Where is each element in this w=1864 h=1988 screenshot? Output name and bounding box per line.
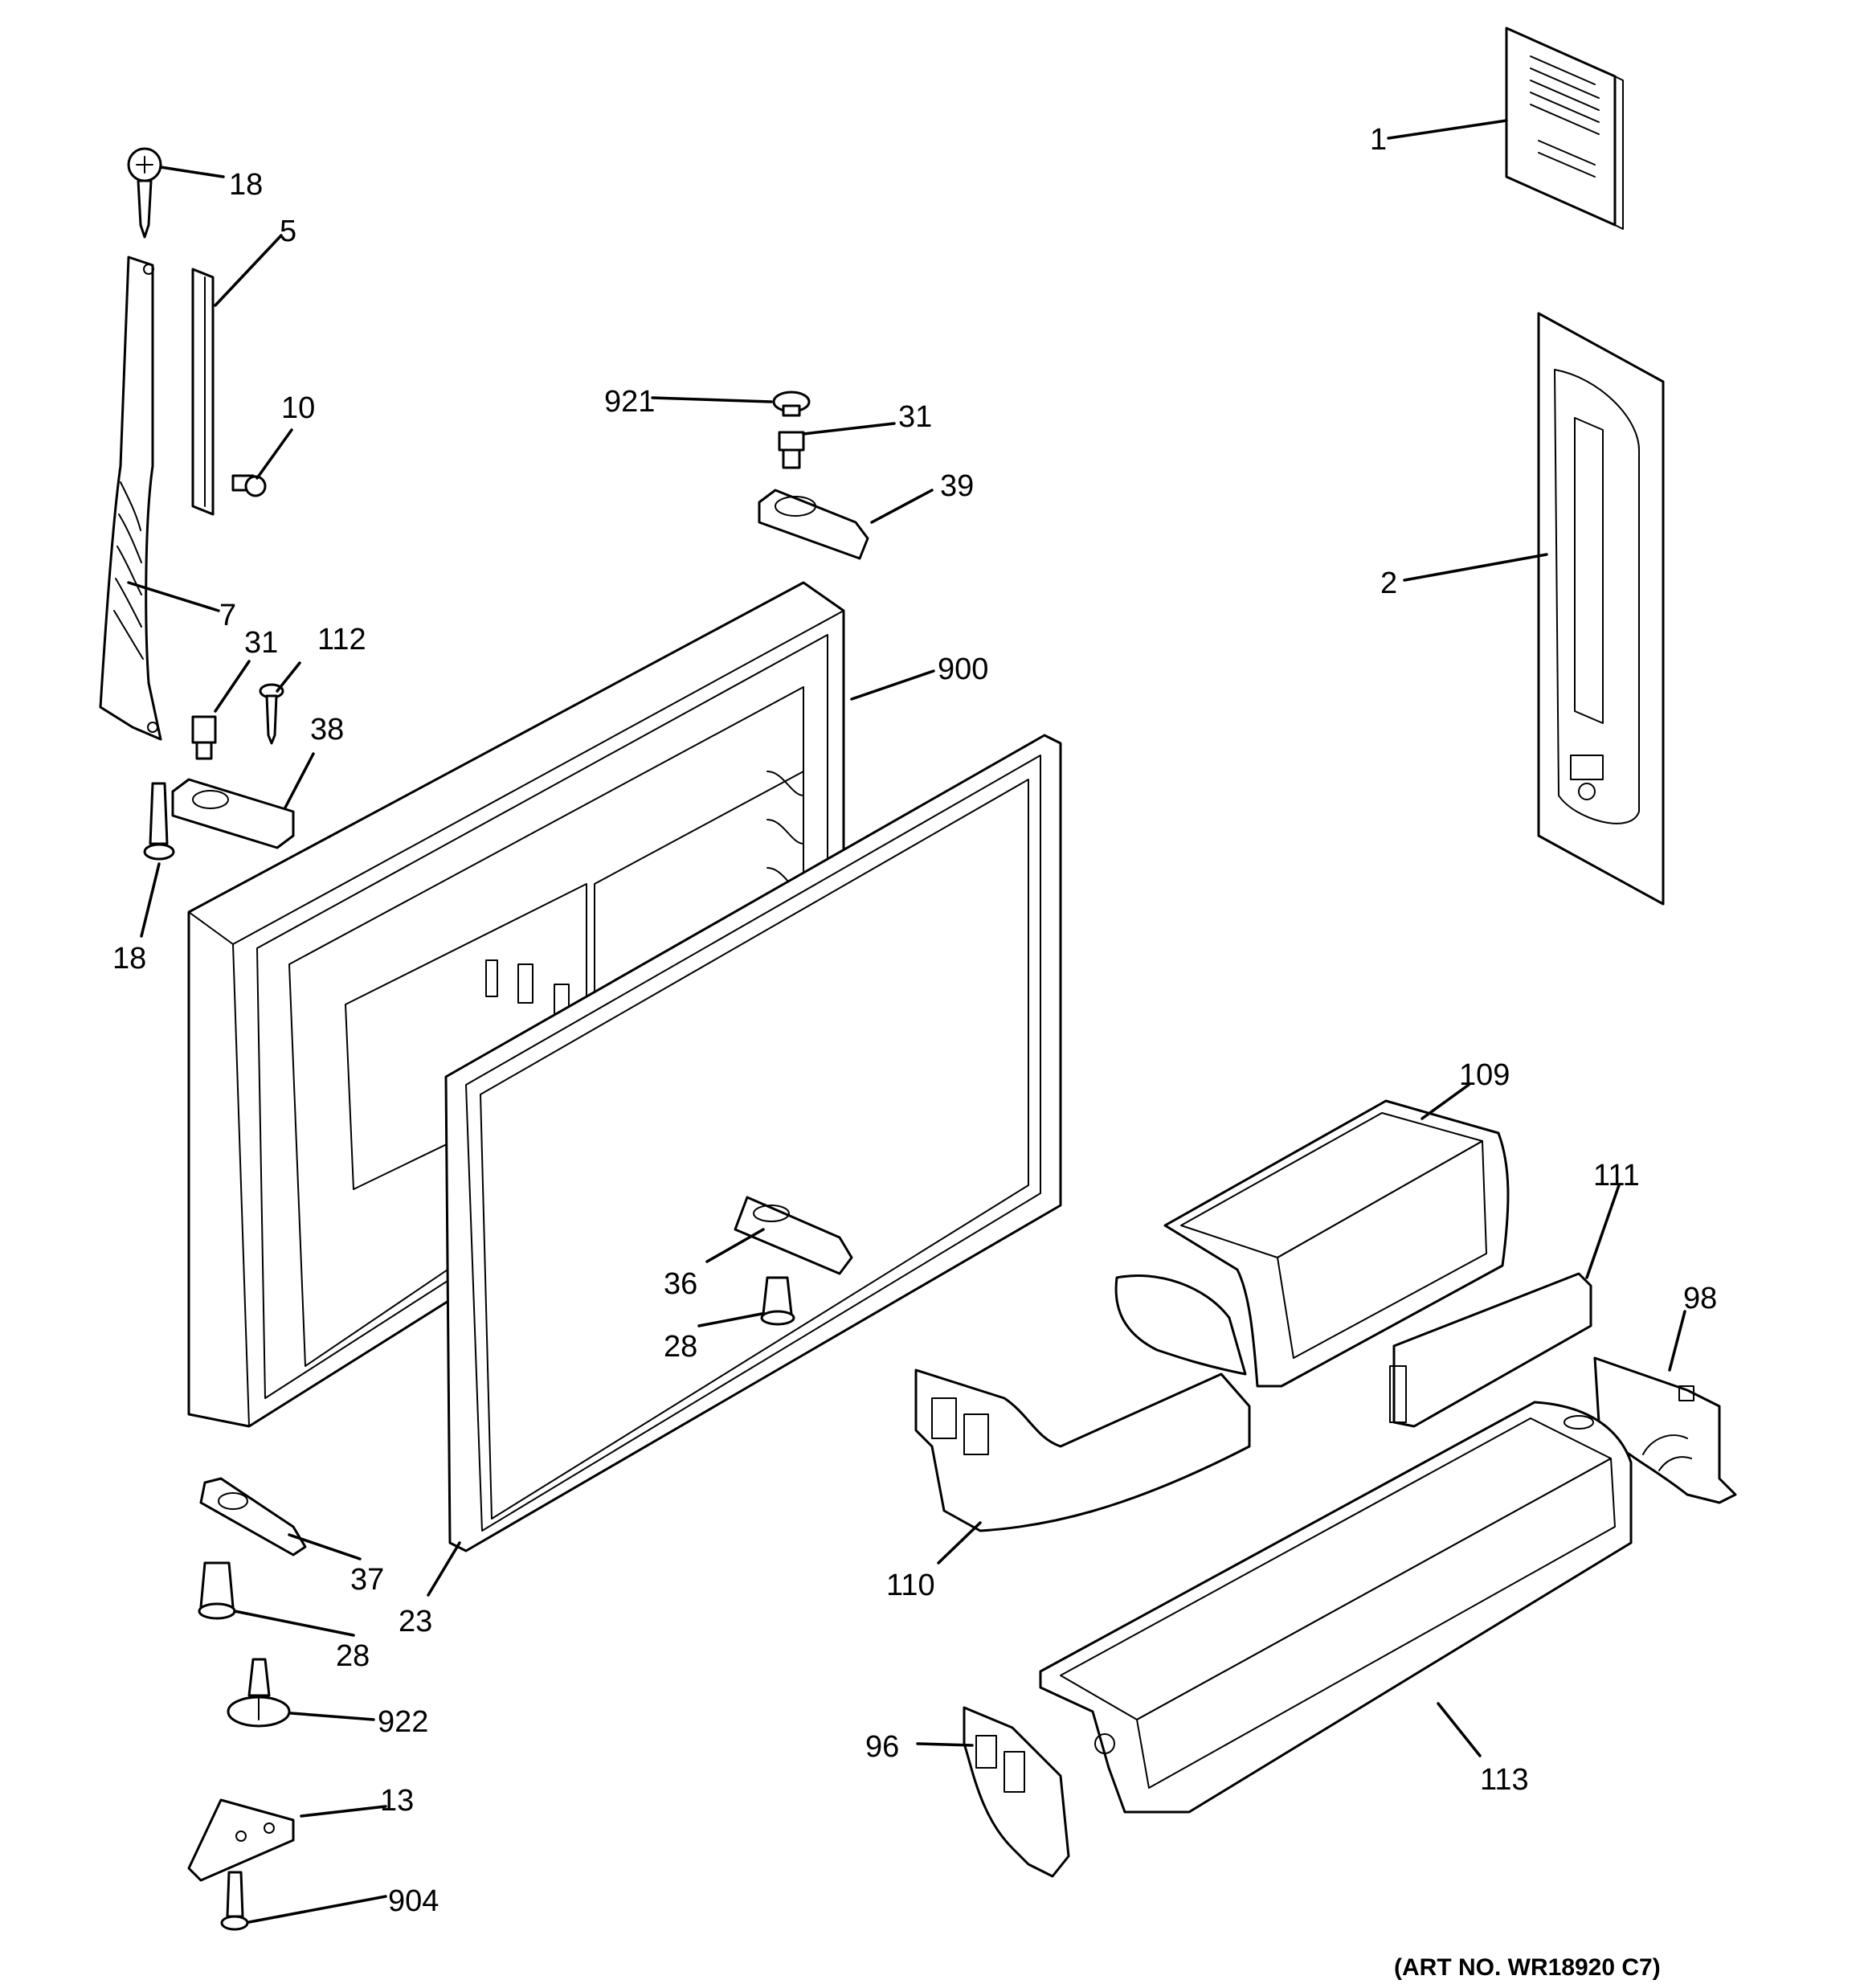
callout-111: 111 <box>1593 1159 1640 1192</box>
part-112-screw <box>259 683 284 745</box>
callout-28-left: 28 <box>336 1639 370 1673</box>
callout-98: 98 <box>1683 1282 1717 1315</box>
part-28-pin-mid <box>760 1276 795 1326</box>
part-28-pin-left <box>198 1561 236 1620</box>
part-109-bin <box>1163 1099 1510 1388</box>
callout-96: 96 <box>865 1730 899 1764</box>
callout-2: 2 <box>1380 567 1397 600</box>
leader-lines <box>127 119 1686 1924</box>
callout-7: 7 <box>219 599 236 632</box>
part-38-hinge-plate <box>171 778 295 849</box>
part-922-screw-washer <box>227 1658 291 1728</box>
part-23-gasket <box>444 734 1062 1552</box>
part-5-hinge-cover <box>191 268 215 516</box>
callout-39: 39 <box>940 469 974 503</box>
callout-13: 13 <box>380 1784 414 1818</box>
part-37-hinge-plate <box>199 1477 307 1556</box>
part-31-bushing-top <box>778 431 805 469</box>
part-921-plug <box>772 391 811 417</box>
callout-31-left: 31 <box>244 626 278 660</box>
part-111-bin-front <box>1389 1272 1592 1428</box>
callout-28-mid: 28 <box>664 1330 697 1364</box>
part-39-hinge-plate <box>758 489 869 560</box>
callout-37: 37 <box>350 1563 384 1597</box>
callout-110: 110 <box>886 1569 935 1602</box>
part-1-instruction-booklet <box>1505 27 1624 230</box>
part-36-hinge-plate <box>734 1196 853 1275</box>
callout-1: 1 <box>1370 123 1387 157</box>
callout-labels: 1 2 5 7 10 13 18 18 23 28 28 31 31 36 37… <box>112 123 1717 1918</box>
callout-109: 109 <box>1459 1058 1510 1092</box>
part-18-screw-lower <box>143 782 175 861</box>
callout-922: 922 <box>378 1705 428 1739</box>
part-110-shelf-bin <box>914 1274 1251 1532</box>
callout-10: 10 <box>281 391 315 425</box>
part-13-hinge-bracket <box>187 1798 295 1882</box>
part-904-screw <box>220 1871 249 1931</box>
callout-23: 23 <box>399 1605 432 1638</box>
part-18-screw-top <box>127 147 162 239</box>
callout-31-top: 31 <box>898 400 932 434</box>
part-96-end-cap <box>963 1706 1070 1878</box>
callout-5: 5 <box>280 215 296 248</box>
callout-38: 38 <box>310 713 344 747</box>
callout-18-low: 18 <box>112 942 146 976</box>
part-31-bushing-left <box>191 715 217 760</box>
callout-900: 900 <box>938 652 988 686</box>
callout-904: 904 <box>388 1884 439 1918</box>
callout-112: 112 <box>317 623 366 657</box>
art-number: (ART NO. WR18920 C7) <box>1394 1954 1661 1981</box>
part-2-door-panel <box>1537 312 1665 906</box>
part-7-handle <box>99 256 162 741</box>
callout-113: 113 <box>1480 1763 1529 1797</box>
part-113-door-bin <box>1039 1401 1633 1814</box>
callout-36: 36 <box>664 1267 697 1301</box>
callout-921: 921 <box>604 385 655 419</box>
callout-18-top: 18 <box>229 168 263 202</box>
part-10-screw <box>231 474 267 497</box>
